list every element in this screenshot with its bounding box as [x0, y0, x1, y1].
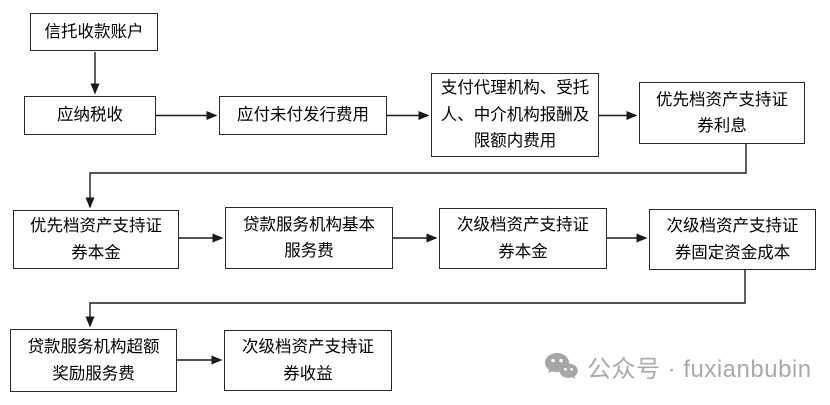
node-label: 次级档资产支持证 券收益: [242, 338, 374, 383]
node-senior-tranche-principal: 优先档资产支持证 券本金: [13, 210, 179, 269]
node-label: 贷款服务机构超额 奖励服务费: [27, 338, 160, 383]
node-unpaid-issuance-costs: 应付未付发行费用: [219, 96, 387, 135]
wechat-watermark: 公众号 · fuxianbubin: [544, 349, 812, 384]
node-senior-tranche-interest: 优先档资产支持证 券利息: [639, 82, 805, 144]
arrow-fixed-cost-to-excess-fee: [85, 270, 746, 328]
node-label: 次级档资产支持证 券本金: [457, 216, 589, 261]
node-trust-collection-account: 信托收款账户: [30, 13, 158, 51]
wechat-icon: [545, 352, 578, 379]
node-servicer-excess-incentive-fee: 贷款服务机构超额 奖励服务费: [10, 329, 177, 392]
node-subordinate-fixed-funding-cost: 次级档资产支持证 券固定资金成本: [649, 209, 816, 270]
node-label: 优先档资产支持证 券本金: [30, 217, 162, 262]
node-subordinate-tranche-earnings: 次级档资产支持证 券收益: [224, 330, 392, 391]
node-label: 贷款服务机构基本 服务费: [243, 215, 375, 260]
node-label: 次级档资产支持证 券固定资金成本: [666, 217, 799, 262]
node-taxes-payable: 应纳税收: [24, 96, 156, 135]
node-subordinate-tranche-principal: 次级档资产支持证 券本金: [439, 208, 607, 269]
node-label: 应付未付发行费用: [237, 106, 369, 125]
node-label: 优先档资产支持证 券利息: [656, 90, 788, 135]
node-label: 应纳税收: [57, 106, 123, 125]
arrow-senior-interest-to-senior-principal: [85, 144, 747, 209]
node-agency-trustee-intermediary-fees: 支付代理机构、受托 人、中介机构报酬及 限额内费用: [431, 73, 599, 157]
wechat-account-text: 公众号 · fuxianbubin: [587, 356, 812, 383]
node-servicer-base-fee: 贷款服务机构基本 服务费: [225, 207, 393, 269]
node-label: 信托收款账户: [44, 22, 144, 41]
node-label: 支付代理机构、受托 人、中介机构报酬及 限额内费用: [440, 79, 590, 151]
